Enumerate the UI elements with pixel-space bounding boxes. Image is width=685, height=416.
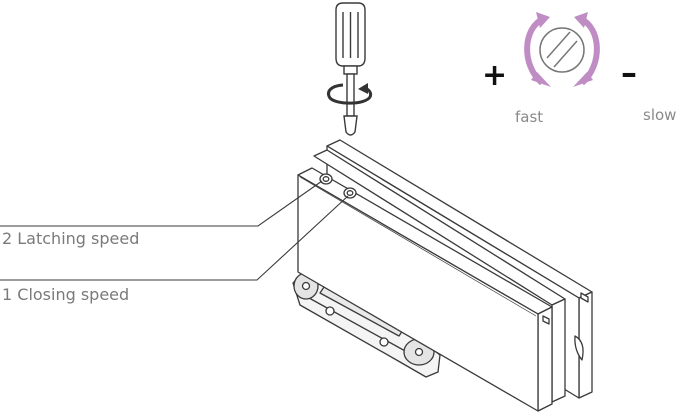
closing-speed-label: 1 Closing speed bbox=[2, 285, 130, 304]
latching-leader-line bbox=[0, 180, 323, 227]
fast-label: fast bbox=[515, 108, 544, 126]
plus-sign: + bbox=[482, 58, 508, 93]
adjustment-screw-icon bbox=[524, 12, 600, 87]
minus-sign: – bbox=[621, 54, 637, 92]
latching-speed-label: 2 Latching speed bbox=[2, 229, 140, 248]
leader-lines bbox=[0, 180, 349, 281]
rotation-arrow-icon bbox=[327, 83, 373, 105]
slow-label: slow bbox=[643, 106, 677, 124]
hinge-body bbox=[292, 139, 593, 412]
screwdriver-icon bbox=[335, 2, 366, 136]
closing-leader-line bbox=[0, 195, 349, 281]
